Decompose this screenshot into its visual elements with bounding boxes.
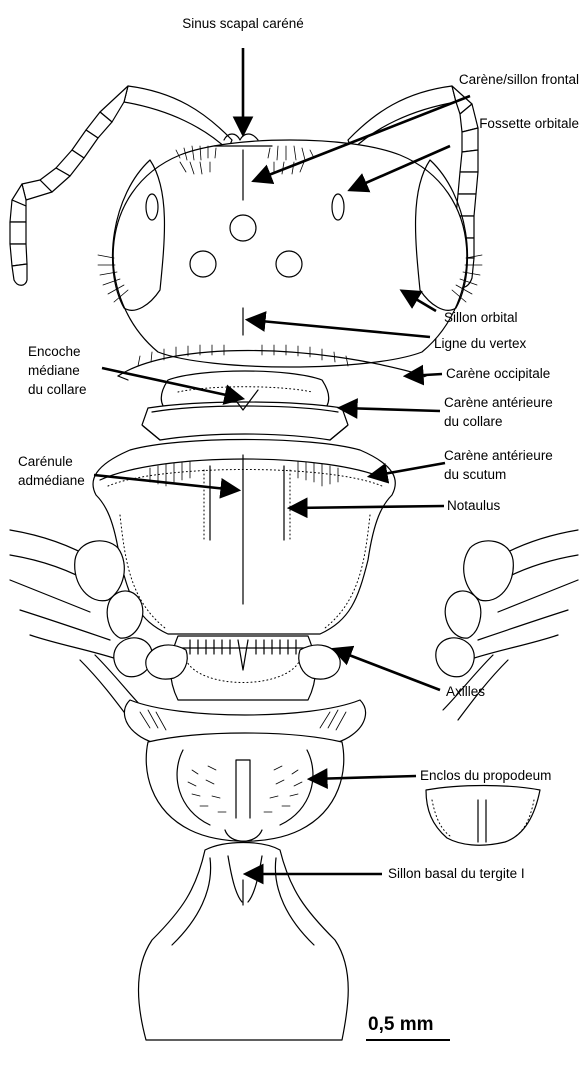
label-carene-scutum-line1: Carène antérieure: [444, 448, 553, 463]
label-sillon-orbital: Sillon orbital: [444, 310, 518, 325]
propodeum: [124, 700, 365, 841]
label-enclos-propodeum: Enclos du propodeum: [420, 768, 551, 783]
scale-bar: 0,5 mm: [366, 1014, 450, 1040]
label-sillon-tergite: Sillon basal du tergite I: [388, 866, 525, 881]
label-fossette-orbitale: Fossette orbitale: [479, 116, 579, 131]
label-carene-collare-line2: du collare: [444, 414, 503, 429]
head: [98, 134, 482, 380]
scutellum-axillae: [146, 636, 340, 700]
label-carene-occipitale: Carène occipitale: [446, 366, 550, 381]
tergite-1: [139, 843, 349, 1041]
label-notaulus: Notaulus: [447, 498, 501, 513]
label-encoche-line3: du collare: [28, 382, 87, 397]
collare: [142, 371, 348, 440]
label-carene-sillon-frontal: Carène/sillon frontal: [459, 72, 579, 87]
label-axilles: Axilles: [446, 684, 485, 699]
label-carenule-line2: admédiane: [18, 473, 85, 488]
label-ligne-vertex: Ligne du vertex: [434, 336, 527, 351]
label-encoche-line2: médiane: [28, 363, 80, 378]
label-carenule-line1: Carénule: [18, 454, 73, 469]
propodeum-inset: [426, 786, 540, 846]
label-carene-collare-line1: Carène antérieure: [444, 395, 553, 410]
label-encoche-line1: Encoche: [28, 344, 81, 359]
label-carene-scutum-line2: du scutum: [444, 467, 506, 482]
label-sinus-scapal: Sinus scapal caréné: [182, 16, 304, 31]
scale-bar-label: 0,5 mm: [368, 1014, 433, 1035]
